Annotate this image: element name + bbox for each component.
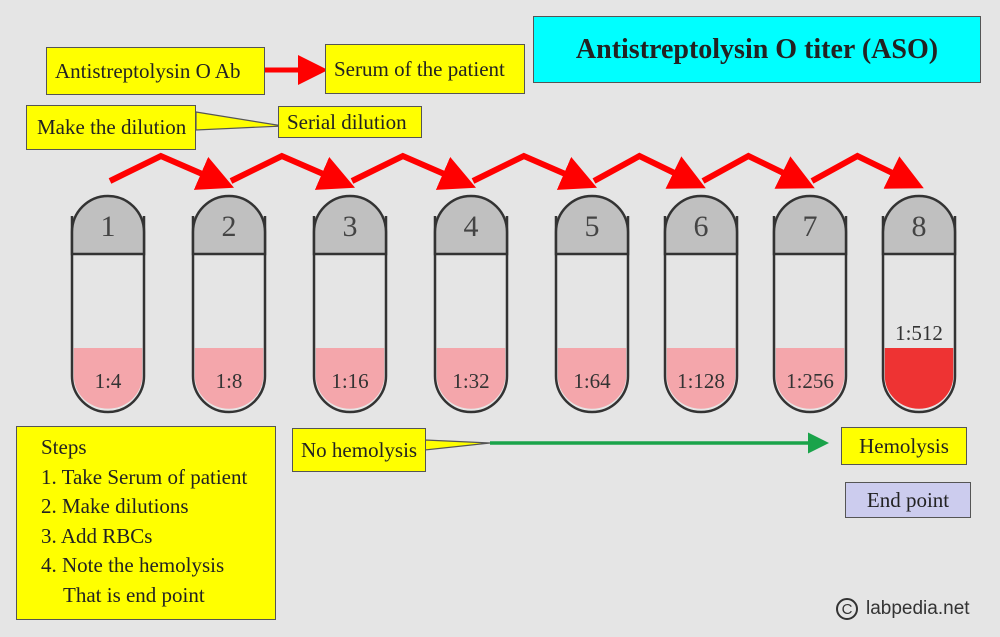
tube-cap xyxy=(191,194,267,256)
tube-cap xyxy=(881,194,957,256)
step-item: That is end point xyxy=(63,582,205,607)
serial-dilution-label: Serial dilution xyxy=(287,109,407,134)
test-tube: 3 1:16 xyxy=(312,194,388,414)
hemolysis-label: Hemolysis xyxy=(859,433,949,458)
tube-number: 3 xyxy=(343,210,358,243)
tube-cap xyxy=(554,194,630,256)
transfer-arrow xyxy=(229,152,356,190)
serum-label: Serum of the patient xyxy=(334,56,505,81)
antibody-box: Antistreptolysin O Ab xyxy=(46,47,265,95)
hemolysed-fluid xyxy=(884,348,954,409)
no-hemolysis-box: No hemolysis xyxy=(292,428,426,472)
unhemolysed-fluid xyxy=(666,348,736,409)
transfer-arrow xyxy=(350,152,477,190)
dilution-label: 1:64 xyxy=(573,369,611,393)
steps-heading: Steps xyxy=(41,435,87,459)
unhemolysed-fluid xyxy=(315,348,385,409)
dilution-label: 1:8 xyxy=(216,369,243,393)
steps-box: Steps 1. Take Serum of patient 2. Make d… xyxy=(16,426,276,620)
no-hemolysis-label: No hemolysis xyxy=(301,437,418,462)
tube-cap xyxy=(663,194,739,256)
tube-number: 4 xyxy=(464,210,479,243)
test-tube: 1 1:4 xyxy=(70,194,146,414)
tube-number: 8 xyxy=(912,210,927,243)
make-dilution-box: Make the dilution xyxy=(26,105,196,150)
serial-dilution-box: Serial dilution xyxy=(278,106,422,138)
copyright-icon: C xyxy=(836,598,858,620)
no-hemolysis-pointer xyxy=(424,439,491,451)
step-item: 4. Note the hemolysis xyxy=(41,553,225,577)
test-tube: 4 1:32 xyxy=(433,194,509,414)
tube-number: 6 xyxy=(694,210,709,243)
tube-cap xyxy=(70,194,146,256)
dilution-label: 1:512 xyxy=(895,321,943,345)
tube-number: 2 xyxy=(222,210,237,243)
transfer-arrow xyxy=(108,152,235,190)
unhemolysed-fluid xyxy=(557,348,627,409)
test-tube: 7 1:256 xyxy=(772,194,848,414)
copyright-text: labpedia.net xyxy=(866,598,970,619)
transfer-arrow xyxy=(810,152,924,189)
test-tube: 6 1:128 xyxy=(663,194,739,414)
title-box: Antistreptolysin O titer (ASO) xyxy=(533,16,981,83)
hemolysis-box: Hemolysis xyxy=(841,427,967,465)
end-point-label: End point xyxy=(866,487,950,512)
dilution-label: 1:256 xyxy=(786,369,834,393)
tube-cap xyxy=(772,194,848,256)
antibody-label: Antistreptolysin O Ab xyxy=(55,58,241,83)
dilution-label: 1:16 xyxy=(331,369,368,393)
step-item: 1. Take Serum of patient xyxy=(41,464,248,489)
tube-number: 1 xyxy=(101,210,116,243)
transfer-arrow xyxy=(592,152,706,189)
test-tube: 8 1:512 xyxy=(881,194,957,414)
tube-number: 5 xyxy=(585,210,600,243)
dilution-label: 1:128 xyxy=(677,369,725,393)
test-tube: 2 1:8 xyxy=(191,194,267,414)
tube-number: 7 xyxy=(803,210,818,243)
end-point-box: End point xyxy=(845,482,971,518)
tube-cap xyxy=(312,194,388,256)
page-title: Antistreptolysin O titer (ASO) xyxy=(575,33,939,65)
copyright: C labpedia.net xyxy=(836,598,970,620)
step-item: 2. Make dilutions xyxy=(41,494,189,518)
unhemolysed-fluid xyxy=(194,348,264,409)
unhemolysed-fluid xyxy=(436,348,506,409)
dilution-label: 1:4 xyxy=(95,369,122,393)
unhemolysed-fluid xyxy=(775,348,845,409)
unhemolysed-fluid xyxy=(73,348,143,409)
make-dilution-pointer xyxy=(195,111,284,131)
make-dilution-label: Make the dilution xyxy=(37,115,187,139)
test-tube: 5 1:64 xyxy=(554,194,630,414)
serum-box: Serum of the patient xyxy=(325,44,525,94)
tube-cap xyxy=(433,194,509,256)
transfer-arrow xyxy=(701,152,815,189)
transfer-arrow xyxy=(471,152,598,190)
step-item: 3. Add RBCs xyxy=(41,523,153,548)
dilution-label: 1:32 xyxy=(452,369,489,393)
